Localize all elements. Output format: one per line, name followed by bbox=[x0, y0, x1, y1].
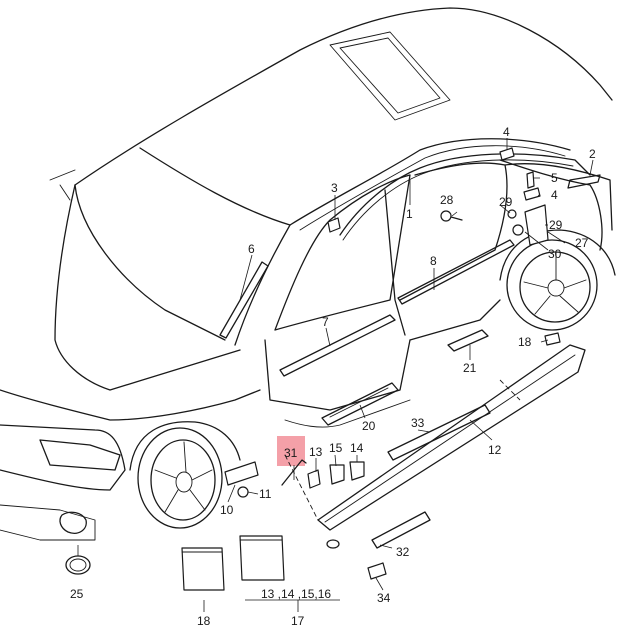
rear-quarter bbox=[504, 163, 613, 231]
callout-34: 34 bbox=[377, 591, 391, 605]
front-wheel bbox=[129, 421, 241, 529]
callout-30: 30 bbox=[548, 247, 562, 261]
rear-door-lower bbox=[409, 299, 501, 341]
headlight bbox=[39, 439, 121, 471]
rear-wheel bbox=[499, 229, 616, 331]
callout-13: 13 bbox=[309, 445, 323, 459]
part-29-clip bbox=[507, 209, 517, 219]
highlight-box-31 bbox=[277, 436, 305, 466]
assembly-line-12 bbox=[284, 379, 521, 521]
a-pillar bbox=[234, 224, 291, 346]
callout-12: 12 bbox=[488, 443, 502, 457]
callout-21: 21 bbox=[463, 361, 477, 375]
callout-4-top: 4 bbox=[503, 125, 510, 139]
callout-20: 20 bbox=[362, 419, 376, 433]
windshield-top bbox=[139, 147, 291, 226]
grommet bbox=[326, 539, 340, 549]
front-door-window-frame bbox=[274, 174, 411, 331]
car-body bbox=[0, 7, 616, 541]
callout-25: 25 bbox=[70, 587, 84, 601]
b-pillar bbox=[384, 189, 406, 336]
part-11-screw bbox=[237, 486, 249, 498]
part-1-seal bbox=[339, 153, 591, 236]
sunroof-inner bbox=[339, 37, 441, 114]
part-4-clip-top bbox=[499, 147, 515, 161]
part-34-clip bbox=[367, 562, 387, 580]
fog-light bbox=[59, 511, 87, 534]
part-10-clip bbox=[224, 461, 259, 486]
fog-light-area bbox=[0, 504, 96, 541]
part-6-trim bbox=[219, 261, 269, 339]
part-18-clip bbox=[544, 332, 561, 346]
callout-28: 28 bbox=[440, 193, 454, 207]
callout-6: 6 bbox=[248, 242, 255, 256]
rear-door-window-frame bbox=[399, 162, 508, 301]
part-18-bag bbox=[181, 547, 225, 591]
callout-1: 1 bbox=[406, 207, 413, 221]
roof-outline bbox=[74, 7, 613, 186]
roof-rail bbox=[289, 138, 571, 226]
callout-18-bottom: 18 bbox=[197, 614, 211, 628]
front-bumper bbox=[0, 424, 126, 491]
part-20-sill-plate bbox=[321, 382, 399, 426]
part-4-clip-bottom bbox=[523, 187, 541, 201]
callout-10: 10 bbox=[220, 503, 234, 517]
door-opening bbox=[284, 399, 411, 428]
part-21-sill-plate bbox=[447, 329, 489, 352]
callout-4-bottom: 4 bbox=[551, 188, 558, 202]
callout-5: 5 bbox=[551, 171, 558, 185]
front-door-lower bbox=[264, 339, 411, 411]
callout-17: 17 bbox=[291, 614, 305, 628]
callout-8: 8 bbox=[430, 254, 437, 268]
callout-32: 32 bbox=[396, 545, 410, 559]
roof-rail-inner bbox=[299, 145, 566, 231]
callout-11: 11 bbox=[259, 487, 272, 501]
part-28-screw bbox=[440, 210, 463, 222]
callout-15: 15 bbox=[329, 441, 343, 455]
callout-3: 3 bbox=[331, 181, 338, 195]
part-14-clip bbox=[349, 461, 365, 481]
callout-14: 14 bbox=[350, 441, 364, 455]
part-8-strip bbox=[397, 239, 515, 305]
callout-33: 33 bbox=[411, 416, 425, 430]
hood bbox=[54, 184, 241, 391]
callout-group-17-items: 13 ,14 ,15,16 bbox=[261, 587, 331, 601]
callout-18-right: 18 bbox=[518, 335, 532, 349]
part-12-sill-cover bbox=[317, 344, 586, 531]
part-32-strip bbox=[371, 511, 431, 549]
part-13-clip bbox=[307, 469, 321, 489]
front-fender bbox=[0, 389, 261, 421]
c-pillar bbox=[499, 159, 603, 251]
part-15-clip bbox=[329, 464, 345, 485]
windshield-left bbox=[74, 184, 226, 341]
callout-29-left: 29 bbox=[499, 195, 513, 209]
part-5-screw bbox=[526, 171, 535, 189]
callout-29-right: 29 bbox=[549, 218, 563, 232]
callout-2: 2 bbox=[589, 147, 596, 161]
part-30-nut bbox=[512, 224, 524, 236]
parts bbox=[65, 147, 601, 591]
hood-crease bbox=[49, 169, 76, 201]
part-31-rod bbox=[281, 459, 307, 486]
part-17-bag bbox=[239, 535, 285, 581]
callout-31: 31 bbox=[284, 446, 298, 460]
callout-labels: 1 2 3 4 5 4 6 7 8 28 29 29 27 30 18 21 2… bbox=[70, 125, 596, 628]
sunroof bbox=[329, 31, 451, 121]
part-29-bracket bbox=[524, 204, 549, 246]
part-2-trim bbox=[567, 174, 601, 189]
callout-7: 7 bbox=[322, 315, 329, 329]
leader-lines bbox=[77, 138, 594, 612]
part-7-strip bbox=[279, 314, 396, 377]
callout-27: 27 bbox=[575, 236, 589, 250]
part-33-strip bbox=[387, 404, 491, 461]
